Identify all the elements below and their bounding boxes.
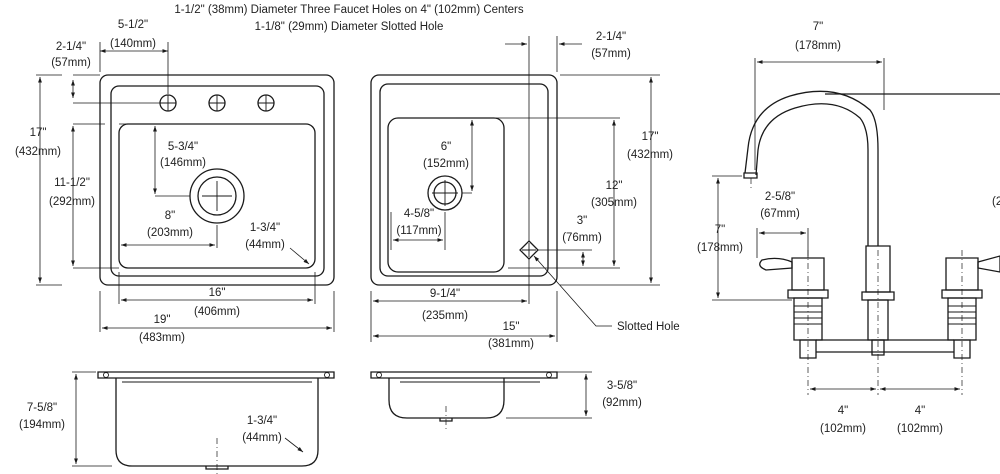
label-11-1-2: 11-1/2": [54, 177, 90, 189]
header-line-1: 1-1/2" (38mm) Diameter Three Faucet Hole…: [174, 4, 523, 16]
right-sink-top-view: 2-1/4" (57mm) 6" (152mm) 17" (432mm) 12"…: [370, 31, 680, 350]
faucet-spout: [744, 90, 879, 246]
label-2-1-4-right-mm: (57mm): [591, 48, 631, 60]
label-7-5-8-mm: (194mm): [19, 419, 65, 431]
label-1-3-4-mm: (44mm): [245, 239, 285, 251]
label-3: 3": [577, 215, 587, 227]
label-15-mm: (381mm): [488, 338, 534, 350]
faucet-left-handle: [759, 257, 793, 271]
left-sink-outer-rim: [99, 74, 335, 286]
label-2-1-4-right: 2-1/4": [596, 31, 626, 43]
label-faucet-4-b: 4": [915, 405, 925, 417]
label-5-1-2-mm: (140mm): [110, 38, 156, 50]
label-5-1-2: 5-1/2": [118, 19, 148, 31]
label-4-5-8-mm: (117mm): [396, 225, 441, 237]
right-sink-drain: [427, 175, 463, 211]
label-faucet-4-a: 4": [838, 405, 848, 417]
faucet-elevation: 7" (178mm) 2-5/8" (67mm) 7" (178mm) 4" (…: [697, 21, 1000, 435]
label-19: 19": [154, 314, 171, 326]
label-faucet-7-top-mm: (178mm): [795, 40, 841, 52]
dim-line-1-3-4-side: [284, 437, 304, 453]
label-6-mm: (152mm): [423, 158, 469, 170]
label-8-mm: (203mm): [147, 227, 193, 239]
label-9-1-4: 9-1/4": [430, 288, 460, 300]
label-17-mm: (432mm): [15, 146, 61, 158]
label-4-5-8: 4-5/8": [404, 208, 434, 220]
label-2-1-4-mm: (57mm): [51, 57, 91, 69]
label-faucet-2-5-8: 2-5/8": [765, 191, 795, 203]
dim-line-1-3-4: [289, 247, 310, 265]
label-12: 12": [606, 180, 623, 192]
label-3-mm: (76mm): [562, 232, 602, 244]
label-faucet-4-b-mm: (102mm): [897, 423, 943, 435]
slotted-hole: [519, 240, 539, 260]
header-notes: 1-1/2" (38mm) Diameter Three Faucet Hole…: [174, 4, 523, 33]
label-12-mm: (305mm): [591, 197, 637, 209]
label-1-3-4: 1-3/4": [250, 222, 280, 234]
left-sink-inner-rim: [110, 85, 325, 277]
label-17: 17": [30, 127, 47, 139]
label-slotted-hole: Slotted Hole: [617, 321, 680, 333]
right-sink-inner-rim: [379, 83, 549, 277]
label-faucet-7-left: 7": [715, 224, 725, 236]
right-sink-basin-profile: [388, 378, 505, 419]
label-2-1-4: 2-1/4": [56, 41, 86, 53]
faucet-crossover-pipe: [816, 339, 954, 353]
label-5-3-4: 5-3/4": [168, 141, 198, 153]
label-11-1-2-mm: (292mm): [49, 196, 95, 208]
label-3-5-8-mm: (92mm): [602, 397, 642, 409]
label-faucet-partial: (2: [992, 196, 1000, 208]
right-sink-bowl: [387, 117, 505, 273]
slotted-hole-leader: [533, 255, 612, 327]
label-16-mm: (406mm): [194, 306, 240, 318]
left-sink-faucet-holes: [159, 94, 275, 112]
label-faucet-7-left-mm: (178mm): [697, 242, 743, 254]
label-1-3-4-side-mm: (44mm): [242, 432, 282, 444]
label-6: 6": [441, 141, 451, 153]
label-faucet-7-top: 7": [813, 21, 823, 33]
label-16: 16": [209, 287, 226, 299]
label-faucet-4-a-mm: (102mm): [820, 423, 866, 435]
header-line-2: 1-1/8" (29mm) Diameter Slotted Hole: [255, 21, 444, 33]
left-sink-side-view: 7-5/8" (194mm) 1-3/4" (44mm): [19, 371, 335, 474]
right-sink-side-view: 3-5/8" (92mm): [370, 371, 642, 430]
left-sink-bowl: [118, 123, 316, 269]
label-faucet-2-5-8-mm: (67mm): [760, 208, 800, 220]
label-17-right-mm: (432mm): [627, 149, 673, 161]
label-19-mm: (483mm): [139, 332, 185, 344]
label-7-5-8: 7-5/8": [27, 402, 57, 414]
right-sink-outer-rim: [370, 74, 558, 286]
label-15: 15": [503, 321, 520, 333]
label-5-3-4-mm: (146mm): [160, 157, 206, 169]
label-9-1-4-mm: (235mm): [422, 310, 468, 322]
left-sink-drain: [189, 168, 245, 224]
left-sink-top-view: 5-1/2" (140mm) 2-1/4" (57mm) 17" (432mm)…: [15, 19, 335, 344]
label-17-right: 17": [642, 131, 659, 143]
label-3-5-8: 3-5/8": [607, 380, 637, 392]
label-8: 8": [165, 210, 175, 222]
label-1-3-4-side: 1-3/4": [247, 415, 277, 427]
